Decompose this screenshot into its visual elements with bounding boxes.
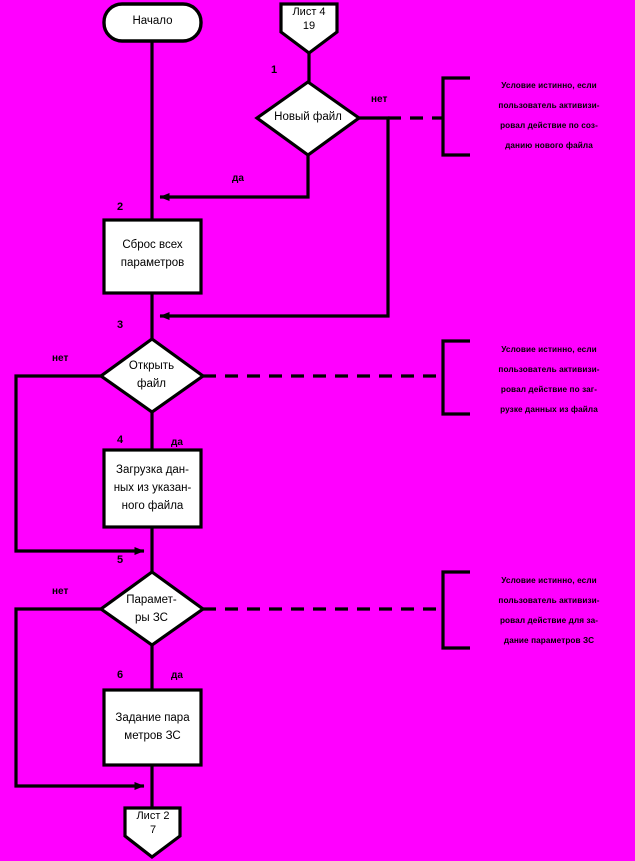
edge-decision1-yes — [159, 155, 310, 201]
edge-decision3-no — [14, 374, 145, 555]
process2-line1: Сброс всех — [122, 239, 183, 251]
decision5-number: 5 — [117, 554, 124, 566]
decision1-yes-label: да — [232, 173, 244, 184]
edge-decision1-no — [159, 116, 390, 320]
note-params-line2: пользователь активизи- — [498, 596, 600, 605]
decision3-number: 3 — [117, 319, 124, 331]
note-new-file-line4: данию нового файла — [505, 141, 593, 150]
process2-line2: параметров — [120, 257, 185, 269]
connector-out-line1: Лист 2 — [136, 810, 170, 822]
process2-shape — [102, 218, 203, 295]
connector-out-shape — [123, 806, 182, 860]
decision5-yes-label: да — [171, 670, 183, 681]
note-open-file-line2: пользователь активизи- — [498, 365, 600, 374]
decision1-number: 1 — [271, 64, 278, 76]
process2-number: 2 — [117, 201, 124, 213]
decision3-yes-label: да — [171, 437, 183, 448]
decision5-line2: ры ЗС — [135, 612, 168, 624]
process6-line1: Задание пара — [115, 712, 190, 724]
decision3-shape — [98, 337, 206, 414]
decision5-line1: Парамет- — [126, 594, 177, 606]
note-bracket-2 — [441, 339, 470, 416]
process4-line1: Загрузка дан- — [116, 464, 189, 476]
note-params-line1: Условие истинно, если — [501, 576, 597, 585]
note-open-file-line1: Условие истинно, если — [501, 345, 597, 354]
process4-number: 4 — [117, 434, 124, 446]
connector-in-line1: Лист 4 — [292, 6, 326, 18]
note-open-file-line4: рузке данных из файла — [500, 405, 598, 414]
note-params-line4: дание параметров ЗС — [503, 636, 595, 645]
decision3-no-label: нет — [52, 353, 69, 364]
decision1-label: Новый файл — [274, 111, 342, 123]
note-new-file-line3: ровал действие по соз- — [500, 121, 598, 130]
process6-line2: метров ЗС — [124, 730, 181, 742]
process4-line3: ного файла — [121, 500, 184, 512]
decision1-no-label: нет — [371, 94, 388, 105]
note-new-file-line1: Условие истинно, если — [501, 81, 597, 90]
note-open-file-line3: ровал действие по заг- — [500, 385, 598, 394]
start-terminator-label: Начало — [132, 15, 173, 27]
decision5-shape — [98, 570, 206, 647]
connector-in-shape — [279, 2, 339, 55]
decision3-line1: Открыть — [128, 360, 175, 372]
decision5-no-label: нет — [52, 586, 69, 597]
process4-line2: ных из указан- — [113, 482, 192, 494]
note-bracket-3 — [441, 570, 470, 650]
decision3-line2: файл — [137, 378, 166, 390]
note-params-line3: ровал действие для за- — [499, 616, 599, 625]
edge-decision5-no — [14, 607, 145, 790]
process6-number: 6 — [117, 669, 124, 681]
connector-out-line2: 7 — [149, 824, 157, 836]
connector-in-line2: 19 — [302, 20, 316, 32]
process6-shape — [102, 688, 203, 767]
note-new-file-line2: пользователь активизи- — [498, 101, 600, 110]
